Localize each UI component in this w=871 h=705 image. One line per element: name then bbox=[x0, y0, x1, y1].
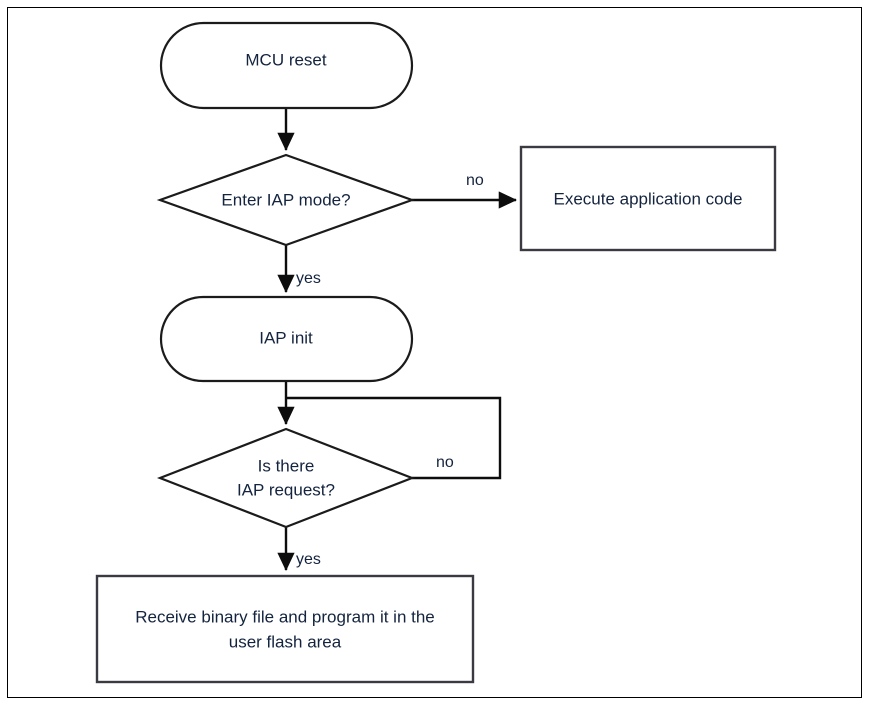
is-there-iap-request-label-line1: Is there bbox=[258, 456, 315, 475]
node-execute-application-code[interactable]: Execute application code bbox=[519, 145, 777, 252]
is-there-iap-request-label-line2: IAP request? bbox=[237, 480, 335, 499]
edge-label-request-yes: yes bbox=[296, 551, 321, 568]
node-receive-binary-file[interactable]: Receive binary file and program it in th… bbox=[95, 574, 475, 684]
mcu-reset-shape bbox=[159, 21, 414, 110]
node-is-there-iap-request[interactable]: Is there IAP request? bbox=[156, 427, 416, 529]
edge-label-enter-iap-no: no bbox=[466, 172, 484, 189]
edge-request-no-loopback bbox=[287, 396, 502, 480]
enter-iap-mode-label: Enter IAP mode? bbox=[221, 190, 350, 209]
receive-binary-file-label-line1: Receive binary file and program it in th… bbox=[135, 607, 435, 626]
is-there-iap-request-shape bbox=[156, 427, 416, 529]
execute-application-code-label: Execute application code bbox=[553, 189, 742, 208]
node-mcu-reset[interactable]: MCU reset bbox=[159, 21, 414, 110]
iap-init-label: IAP init bbox=[259, 328, 313, 347]
enter-iap-mode-shape bbox=[156, 153, 416, 247]
edge-label-request-no: no bbox=[436, 454, 454, 471]
receive-binary-file-shape bbox=[95, 574, 475, 684]
mcu-reset-label: MCU reset bbox=[245, 50, 327, 69]
node-enter-iap-mode[interactable]: Enter IAP mode? bbox=[156, 153, 416, 247]
receive-binary-file-label-line2: user flash area bbox=[229, 632, 342, 651]
node-iap-init[interactable]: IAP init bbox=[159, 295, 414, 383]
iap-init-shape bbox=[159, 295, 414, 383]
execute-application-code-shape bbox=[519, 145, 777, 252]
edge-label-enter-iap-yes: yes bbox=[296, 270, 321, 287]
